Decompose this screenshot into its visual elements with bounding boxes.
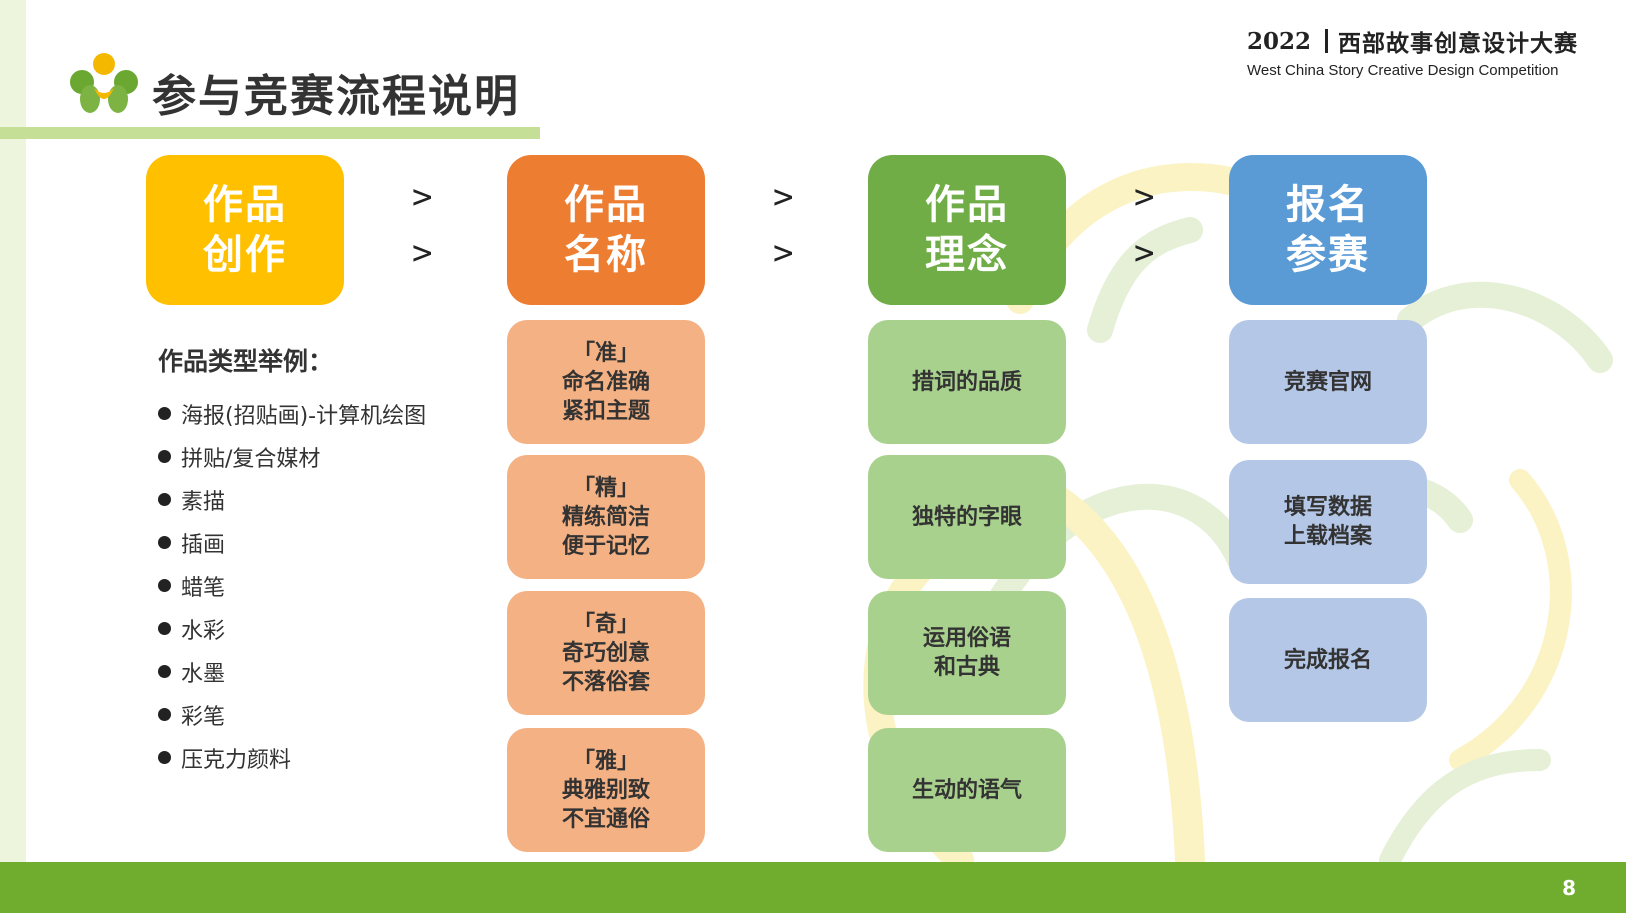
brand-year: 2022 xyxy=(1246,27,1311,55)
concept-line: 和古典 xyxy=(933,655,1000,680)
concept-line: 措词的品质 xyxy=(911,369,1022,395)
list-item-label: 拼贴/复合媒材 xyxy=(181,446,321,472)
list-item: 拼贴/复合媒材 xyxy=(158,435,426,478)
principle-keyword: 「准」 xyxy=(572,340,639,366)
step-heading-creation: 作品 创作 xyxy=(146,155,344,305)
bullet-icon xyxy=(158,450,171,463)
brand-separator xyxy=(1325,29,1328,53)
heading-line: 作品 xyxy=(564,182,648,228)
list-item: 水彩 xyxy=(158,607,426,650)
list-item-label: 蜡笔 xyxy=(181,575,226,601)
naming-principle-concise: 「精」 精练简洁 便于记忆 xyxy=(507,455,705,579)
artwork-types-list: 海报(招贴画)-计算机绘图 拼贴/复合媒材 素描 插画 蜡笔 水彩 水墨 彩笔 … xyxy=(158,392,426,779)
principle-line: 紧扣主题 xyxy=(561,398,650,424)
bullet-icon xyxy=(158,622,171,635)
heading-line: 理念 xyxy=(925,232,1009,278)
list-item-label: 压克力颜料 xyxy=(181,747,292,773)
principle-line: 不落俗套 xyxy=(561,669,650,695)
list-item: 素描 xyxy=(158,478,426,521)
registration-line: 上载档案 xyxy=(1283,524,1372,549)
flow-arrow: > xyxy=(412,233,433,273)
list-item: 压克力颜料 xyxy=(158,736,426,779)
concept-line: 运用俗语 xyxy=(922,626,1011,651)
principle-keyword: 「奇」 xyxy=(572,611,639,637)
heading-line: 作品 xyxy=(203,182,287,228)
bullet-icon xyxy=(158,708,171,721)
list-item: 彩笔 xyxy=(158,693,426,736)
concept-item: 运用俗语 和古典 xyxy=(868,591,1066,715)
list-item-label: 水墨 xyxy=(181,661,226,687)
registration-step: 填写数据 上载档案 xyxy=(1229,460,1427,584)
registration-line: 竞赛官网 xyxy=(1283,369,1372,395)
step-heading-registration: 报名 参赛 xyxy=(1229,155,1427,305)
flow-arrow: > xyxy=(773,177,794,217)
principle-keyword: 「精」 xyxy=(572,475,639,501)
bullet-icon xyxy=(158,407,171,420)
page-title: 参与竞赛流程说明 xyxy=(152,71,520,122)
list-item-label: 插画 xyxy=(181,532,226,558)
list-item-label: 素描 xyxy=(181,489,226,515)
concept-item: 措词的品质 xyxy=(868,320,1066,444)
title-underline xyxy=(0,127,540,139)
heading-line: 名称 xyxy=(564,232,648,278)
artwork-types-title: 作品类型举例： xyxy=(158,347,334,376)
brand-name: 西部故事创意设计大赛 xyxy=(1338,31,1578,57)
footer-bar xyxy=(0,862,1626,913)
principle-line: 典雅别致 xyxy=(561,777,650,803)
principle-keyword: 「雅」 xyxy=(572,748,639,774)
list-item-label: 海报(招贴画)-计算机绘图 xyxy=(181,403,427,429)
flow-arrow: > xyxy=(412,177,433,217)
principle-line: 便于记忆 xyxy=(561,533,650,559)
list-item: 蜡笔 xyxy=(158,564,426,607)
principle-line: 精练简洁 xyxy=(561,504,650,530)
flow-arrow: > xyxy=(1134,177,1155,217)
principle-line: 奇巧创意 xyxy=(561,640,650,666)
page-number: 8 xyxy=(1562,876,1576,900)
list-item: 插画 xyxy=(158,521,426,564)
step-heading-naming: 作品 名称 xyxy=(507,155,705,305)
heading-line: 参赛 xyxy=(1286,232,1370,278)
concept-item: 生动的语气 xyxy=(868,728,1066,852)
concept-line: 生动的语气 xyxy=(911,777,1022,803)
registration-step: 完成报名 xyxy=(1229,598,1427,722)
competition-brand: 2022 西部故事创意设计大赛 West China Story Creativ… xyxy=(1246,24,1578,80)
principle-line: 命名准确 xyxy=(561,369,650,395)
bullet-icon xyxy=(158,536,171,549)
heading-line: 作品 xyxy=(925,182,1009,228)
brand-english-name: West China Story Creative Design Competi… xyxy=(1246,62,1559,79)
list-item: 海报(招贴画)-计算机绘图 xyxy=(158,392,426,435)
concept-line: 独特的字眼 xyxy=(911,504,1022,530)
bullet-icon xyxy=(158,665,171,678)
list-item: 水墨 xyxy=(158,650,426,693)
list-item-label: 水彩 xyxy=(181,618,226,644)
registration-line: 完成报名 xyxy=(1283,647,1372,673)
flow-arrow: > xyxy=(773,233,794,273)
registration-line: 填写数据 xyxy=(1283,495,1372,520)
naming-principle-creative: 「奇」 奇巧创意 不落俗套 xyxy=(507,591,705,715)
step-heading-concept: 作品 理念 xyxy=(868,155,1066,305)
left-accent-strip xyxy=(0,0,26,862)
concept-item: 独特的字眼 xyxy=(868,455,1066,579)
tree-people-logo-icon xyxy=(70,53,138,113)
registration-step: 竞赛官网 xyxy=(1229,320,1427,444)
flow-arrow: > xyxy=(1134,233,1155,273)
naming-principle-elegant: 「雅」 典雅别致 不宜通俗 xyxy=(507,728,705,852)
bullet-icon xyxy=(158,751,171,764)
heading-line: 创作 xyxy=(203,232,287,278)
heading-line: 报名 xyxy=(1286,182,1370,228)
naming-principle-accurate: 「准」 命名准确 紧扣主题 xyxy=(507,320,705,444)
principle-line: 不宜通俗 xyxy=(561,806,650,832)
list-item-label: 彩笔 xyxy=(181,704,226,730)
bullet-icon xyxy=(158,493,171,506)
bullet-icon xyxy=(158,579,171,592)
